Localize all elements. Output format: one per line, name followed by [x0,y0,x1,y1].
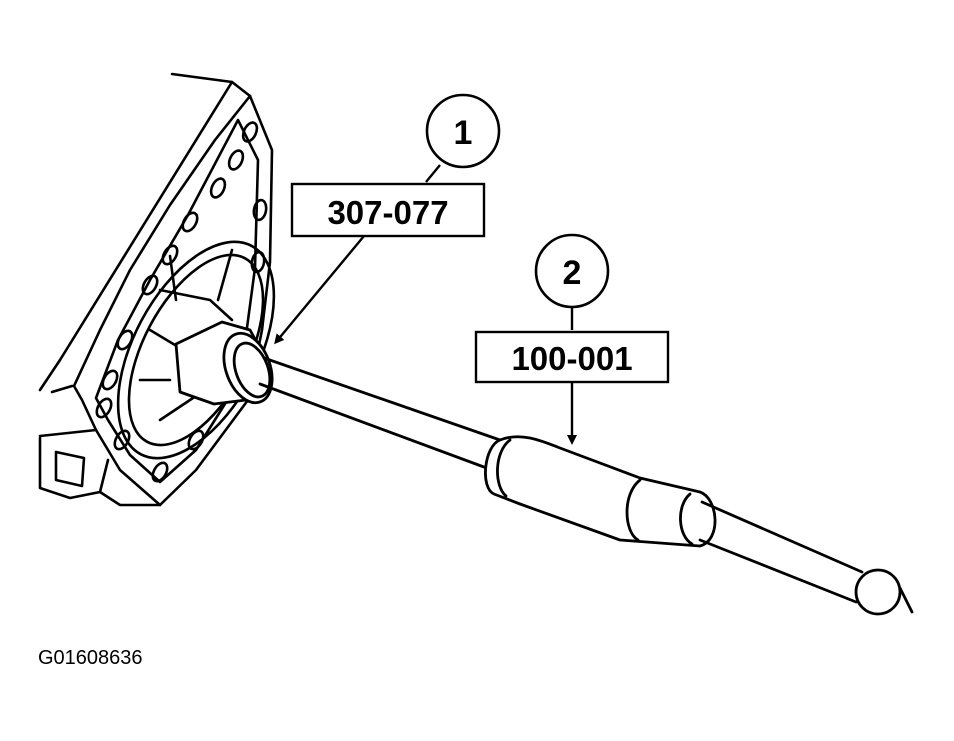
callout-1-part-box [290,182,486,238]
callout-1-leader [425,164,441,183]
driver-handle-tool [258,356,914,616]
callout-2-part-number: 100-001 [511,340,632,377]
callout-2: 2 100-001 [474,233,670,445]
figure-id: G01608636 [38,647,143,669]
callout-1: 1 307-077 [274,93,501,345]
seal-installer-tool [174,320,274,406]
callout-2-number: 2 [563,254,582,292]
callout-1-circle [425,93,501,169]
callout-1-number: 1 [454,114,473,152]
transmission-housing [38,72,274,507]
callout-1-part-number: 307-077 [327,194,448,231]
callout-1-arrow [274,235,365,345]
